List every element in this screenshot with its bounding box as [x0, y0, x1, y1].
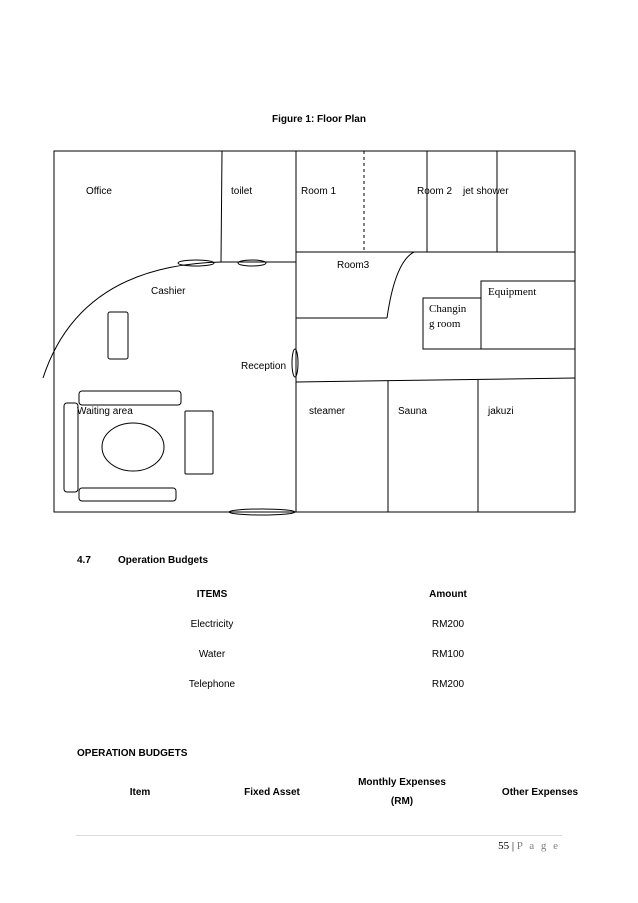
door-entrance — [228, 508, 296, 516]
budget-row-item: Telephone — [188, 679, 236, 690]
door-toilet — [237, 259, 267, 267]
ob-header-monthly-2: (RM) — [390, 796, 414, 807]
budget-row-item: Electricity — [190, 619, 234, 630]
room-label-toilet: toilet — [231, 186, 253, 197]
budget-row-amount: RM200 — [431, 679, 465, 690]
page-word: P a g e — [516, 840, 560, 852]
budget-header-amount: Amount — [429, 589, 467, 600]
ob-header-item: Item — [129, 787, 151, 798]
ob-header-other: Other Expenses — [501, 787, 579, 798]
room-label-cashier: Cashier — [151, 286, 186, 297]
room-label-changing-2: g room — [429, 318, 461, 330]
section-number: 4.7 — [77, 555, 91, 566]
room-label-sauna: Sauna — [398, 406, 427, 417]
page-footer: 55 | P a g e — [498, 840, 560, 852]
room-label-jet-shower: jet shower — [463, 186, 509, 197]
room-label-jakuzi: jakuzi — [488, 406, 514, 417]
room-label-equipment: Equipment — [488, 286, 537, 298]
waiting-bench-bottom — [78, 487, 177, 502]
room-label-changing-1: Changin — [429, 303, 467, 315]
door-reception — [291, 348, 299, 378]
budget-row-amount: RM200 — [431, 619, 465, 630]
room-label-waiting-area: Waiting area — [77, 406, 133, 417]
waiting-table — [101, 422, 165, 472]
room-label-office: Office — [86, 186, 112, 197]
door-office — [177, 259, 215, 267]
room-label-room1: Room 1 — [301, 186, 337, 197]
wall-room3-curve — [386, 251, 415, 319]
page-number: 55 — [498, 840, 510, 852]
footer-divider — [76, 835, 562, 836]
entrance-arc — [42, 261, 223, 379]
room-label-steamer: steamer — [309, 406, 346, 417]
operation-budgets-title: OPERATION BUDGETS — [77, 748, 188, 759]
equipment-box — [480, 280, 576, 350]
waiting-bench-right — [184, 410, 214, 475]
cashier-desk — [107, 311, 129, 360]
waiting-bench-top — [78, 390, 182, 406]
section-title: Operation Budgets — [118, 555, 209, 566]
budget-header-items: ITEMS — [196, 589, 228, 600]
ob-header-fixed-asset: Fixed Asset — [244, 787, 300, 798]
wall-office-toilet — [220, 150, 223, 263]
corridor-line — [295, 377, 576, 383]
room-label-room2: Room 2 — [417, 186, 453, 197]
figure-title: Figure 1: Floor Plan — [272, 114, 366, 125]
waiting-bench-left — [63, 402, 79, 493]
budget-row-item: Water — [198, 649, 226, 660]
page-separator: | — [511, 840, 515, 852]
budget-row-amount: RM100 — [431, 649, 465, 660]
ob-header-monthly-1: Monthly Expenses — [358, 777, 446, 788]
room-label-room3: Room3 — [337, 260, 370, 271]
room-label-reception: Reception — [241, 361, 287, 372]
